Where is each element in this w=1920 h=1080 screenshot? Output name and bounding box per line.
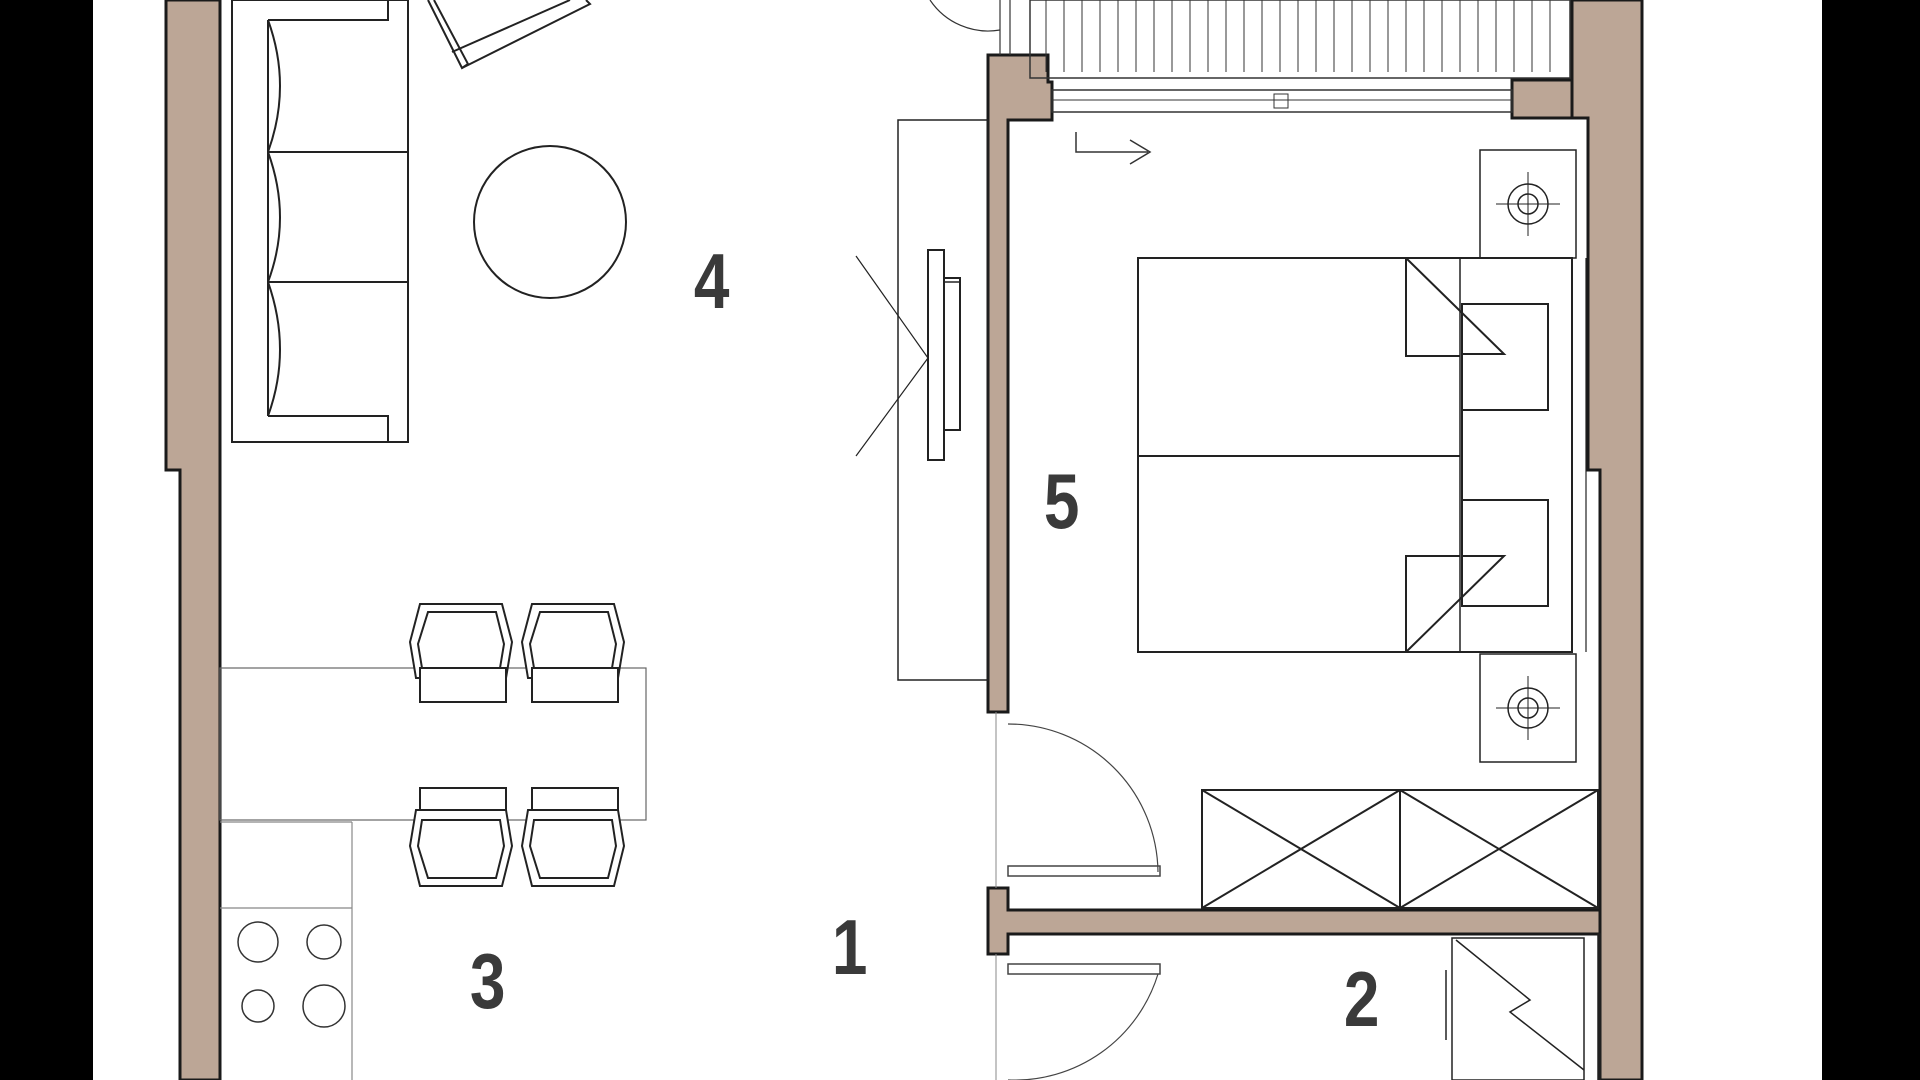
room-number-3: 3 — [469, 937, 506, 1025]
room-number-4: 4 — [693, 237, 730, 325]
wardrobe-icon — [1201, 789, 1599, 909]
sofa-icon — [231, 0, 409, 443]
chair-icon — [520, 787, 626, 887]
door-swing-icon — [995, 954, 1161, 1080]
round-table-icon — [473, 145, 627, 299]
bedroom-wall-top-stub — [986, 53, 1054, 714]
stove-icon — [237, 921, 346, 1028]
balcony-icon — [929, 0, 1571, 165]
walls — [164, 0, 1644, 1080]
chairs — [408, 603, 626, 887]
room-number-2: 2 — [1343, 955, 1380, 1043]
balcony-right-stub — [1510, 78, 1574, 120]
chair-icon — [408, 787, 514, 887]
armchair-icon — [427, 0, 592, 70]
room-number-1: 1 — [831, 903, 868, 991]
shower-icon — [1445, 933, 1601, 1080]
left-exterior-wall — [164, 0, 222, 1080]
nightstand-lamp-icon — [1479, 149, 1577, 259]
plan-sheet — [93, 0, 1822, 1080]
door-swing-icon — [995, 712, 1161, 888]
kitchen-counter — [220, 821, 353, 1080]
bedroom-bottom-wall — [986, 886, 1602, 956]
tv-icon — [855, 119, 989, 681]
right-exterior-wall — [1570, 0, 1644, 1080]
room-number-5: 5 — [1043, 457, 1080, 545]
chair-icon — [520, 603, 626, 703]
chair-icon — [408, 603, 514, 703]
double-bed-icon — [1137, 257, 1573, 653]
nightstand-lamp-icon — [1479, 653, 1577, 763]
